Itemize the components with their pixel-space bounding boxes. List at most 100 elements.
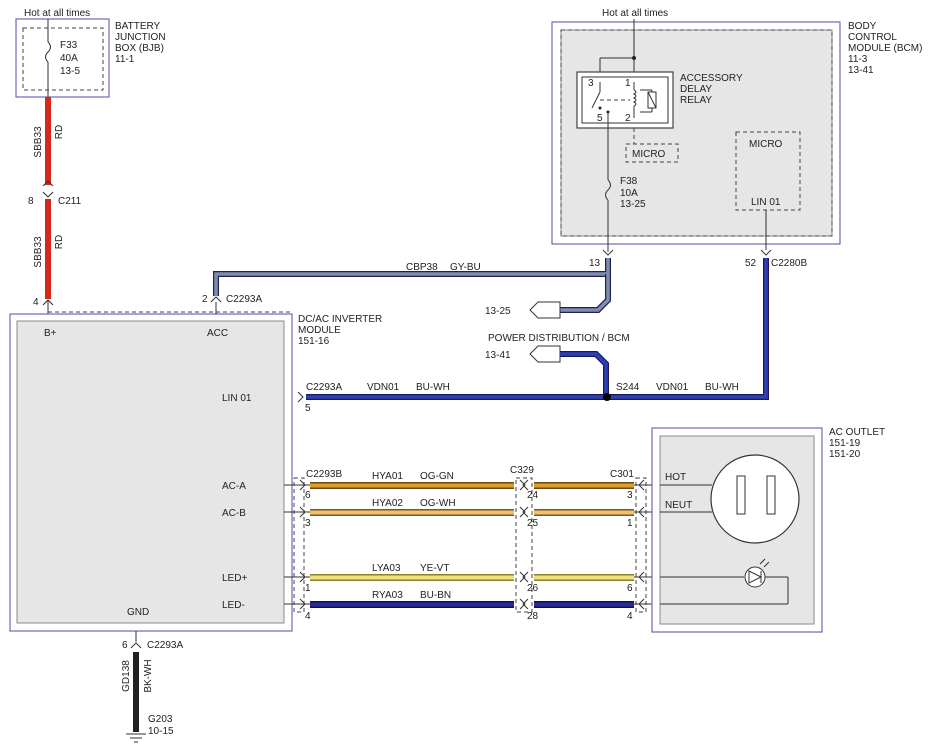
svg-text:10-15: 10-15 [148,726,174,737]
wire-cbp38-branch-fill [560,274,610,312]
svg-text:GND: GND [127,607,149,618]
wire-vdn01-outline [306,258,769,400]
svg-text:F33: F33 [60,40,78,51]
svg-text:BU-WH: BU-WH [705,382,739,393]
connector-c329-outline [515,477,533,613]
svg-text:CBP38: CBP38 [406,262,438,273]
svg-text:BK-WH: BK-WH [143,659,154,692]
svg-text:RYA03: RYA03 [372,590,403,601]
svg-text:GD138: GD138 [121,660,132,692]
body-control-module: Hot at all times BODY CONTROL MODULE (BC… [551,8,922,252]
bjb-outer [15,18,110,98]
svg-text:4: 4 [33,297,39,308]
svg-text:5: 5 [305,403,311,414]
svg-text:3: 3 [588,78,594,89]
svg-text:C2293B: C2293B [306,469,342,480]
wire-lya03: LYA03 YE-VT 1 26 6 [284,563,660,594]
svg-text:CONTROL: CONTROL [848,32,897,43]
connector-c2293a-lin-icon [297,391,304,403]
svg-text:1: 1 [625,78,631,89]
svg-text:25: 25 [527,518,539,529]
svg-text:8: 8 [28,196,34,207]
svg-text:G203: G203 [148,714,173,725]
hot-at-all-times-right: Hot at all times [602,8,668,19]
svg-text:BATTERY: BATTERY [115,21,161,32]
svg-text:AC-A: AC-A [222,481,246,492]
svg-text:HYA01: HYA01 [372,471,403,482]
outlet-receptacle-icon [710,454,800,544]
pin-icons-rya03 [299,598,645,610]
wire-rya03: RYA03 BU-BN 4 28 4 [284,590,660,622]
pin-icons-hya01 [299,479,645,491]
reference-arrow-1341-icon [529,345,561,363]
svg-text:3: 3 [627,490,633,501]
svg-text:6: 6 [122,640,128,651]
svg-text:JUNCTION: JUNCTION [115,32,166,43]
wire-sbb33: SBB33 RD SBB33 RD C211 8 4 [28,97,82,314]
connector-c301-outline [635,477,647,613]
svg-text:5: 5 [597,113,603,124]
svg-text:C301: C301 [610,469,634,480]
svg-text:LIN 01: LIN 01 [751,197,781,208]
svg-text:RELAY: RELAY [680,95,712,106]
svg-text:YE-VT: YE-VT [420,563,449,574]
svg-text:4: 4 [305,611,311,622]
svg-text:BOX (BJB): BOX (BJB) [115,43,164,54]
svg-text:SBB33: SBB33 [33,236,44,268]
svg-text:2: 2 [625,113,631,124]
svg-text:26: 26 [527,583,539,594]
svg-text:3: 3 [305,518,311,529]
accessory-delay-relay: 3 1 5 2 ACCESSORY DELAY RELAY [576,71,743,129]
wire-cbp38-branch-outline [560,274,611,313]
outlet-slot-neutral [766,475,776,515]
svg-text:DC/AC INVERTER: DC/AC INVERTER [298,314,382,325]
wire-vdn01: POWER DISTRIBUTION / BCM 13-41 52 C2280B… [297,249,807,414]
svg-text:40A: 40A [60,53,78,64]
svg-text:C329: C329 [510,465,534,476]
svg-text:1: 1 [305,583,311,594]
reference-arrow-1325-icon [529,301,561,319]
svg-text:LIN 01: LIN 01 [222,393,252,404]
svg-text:13-25: 13-25 [485,306,511,317]
splice-s244-icon [603,393,611,401]
svg-text:BU-WH: BU-WH [416,382,450,393]
svg-text:B+: B+ [44,328,57,339]
svg-text:C211: C211 [58,196,82,207]
svg-text:BODY: BODY [848,21,877,32]
svg-text:C2293A: C2293A [226,294,262,305]
wire-sbb33-upper [45,97,51,185]
svg-text:HYA02: HYA02 [372,498,403,509]
svg-text:13-41: 13-41 [485,350,511,361]
svg-text:28: 28 [527,611,539,622]
svg-text:11-1: 11-1 [115,54,135,65]
wire-gd138: 6 C2293A GD138 BK-WH G203 10-15 [121,631,183,743]
svg-text:NEUT: NEUT [665,500,692,511]
wire-vdn01-branch-fill [560,352,608,397]
svg-text:4: 4 [627,611,633,622]
hot-at-all-times-left: Hot at all times [24,8,90,19]
connector-c2293a-gnd-icon [130,642,142,649]
fuse-f33-icon [45,41,51,63]
svg-text:2: 2 [202,294,208,305]
svg-text:MICRO: MICRO [632,149,666,160]
wire-hya02: HYA02 OG-WH 3 25 1 [284,498,660,529]
dc-ac-inverter-module: B+ ACC DC/AC INVERTER MODULE 151-16 LIN … [9,311,382,632]
svg-text:BU-BN: BU-BN [420,590,451,601]
svg-text:LYA03: LYA03 [372,563,401,574]
svg-text:13: 13 [589,258,601,269]
wire-gd138-fill [133,652,139,732]
svg-text:13-25: 13-25 [620,199,646,210]
battery-junction-box: Hot at all times F33 40A 13-5 BATTERY JU… [15,8,166,98]
svg-text:151-16: 151-16 [298,336,330,347]
svg-text:LED-: LED- [222,600,245,611]
svg-text:HOT: HOT [665,472,686,483]
svg-text:151-20: 151-20 [829,449,861,460]
svg-text:AC OUTLET: AC OUTLET [829,427,885,438]
wire-vdn01-branch-outline [560,351,609,397]
relay-coil-icon [632,89,637,107]
outlet-slot-hot [736,475,746,515]
pin-icons-lya03 [299,571,645,583]
svg-text:MODULE: MODULE [298,325,341,336]
svg-text:C2280B: C2280B [771,258,807,269]
